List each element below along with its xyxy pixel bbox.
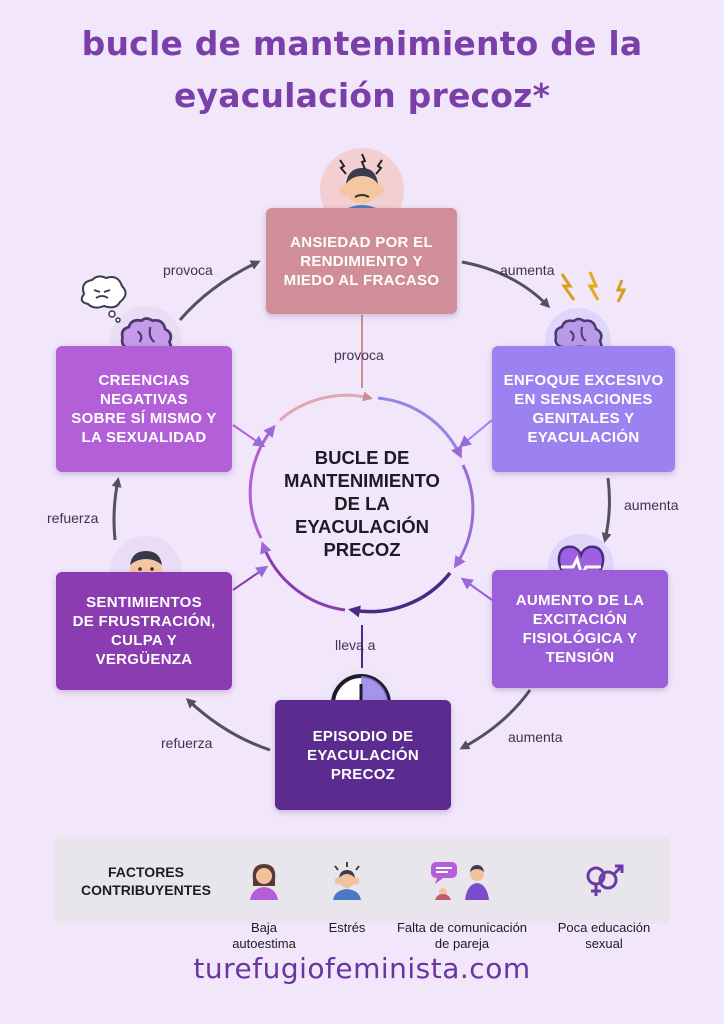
center-title: BUCLE DE MANTENIMIENTO DE LA EYACULACIÓN… — [284, 447, 440, 560]
factor-low-self-esteem: Baja autoestima — [224, 842, 304, 968]
label-arousal-to-episode: aumenta — [508, 729, 563, 745]
label-focus-to-arousal: aumenta — [624, 497, 679, 513]
factors-panel: FACTORES CONTRIBUYENTES Baja autoestima … — [54, 836, 671, 951]
arrow-beliefs-to-anxiety — [178, 260, 261, 321]
page-title: bucle de mantenimiento de la eyaculación… — [0, 18, 724, 122]
person-icon — [224, 858, 304, 900]
stressed-person-icon — [314, 858, 380, 900]
lightning-icon — [560, 271, 627, 303]
gender-symbols-icon — [544, 858, 664, 900]
title-line-1: bucle de mantenimiento de la — [81, 24, 643, 63]
factor-label: Estrés — [328, 920, 366, 935]
arrow-anxiety-to-focus — [461, 260, 551, 309]
label-beliefs-to-anxiety: provoca — [163, 262, 213, 278]
factor-communication: Falta de comunicación de pareja — [382, 842, 542, 968]
factor-sex-education: Poca educación sexual — [544, 842, 664, 968]
node-focus: ENFOQUE EXCESIVO EN SENSACIONES GENITALE… — [492, 346, 675, 472]
node-feelings: SENTIMIENTOS DE FRUSTRACIÓN, CULPA Y VER… — [56, 572, 232, 690]
factors-title: FACTORES CONTRIBUYENTES — [81, 864, 211, 898]
footer-website: turefugiofeminista.com — [193, 952, 531, 985]
label-center-to-episode: lleva a — [335, 637, 376, 653]
node-anxiety: ANSIEDAD POR EL RENDIMIENTO Y MIEDO AL F… — [266, 208, 457, 314]
label-episode-to-feelings: refuerza — [161, 735, 213, 751]
arrow-episode-to-feelings — [185, 697, 271, 752]
label-feelings-to-beliefs: refuerza — [47, 510, 99, 526]
factor-label: Baja autoestima — [232, 920, 296, 951]
arrow-feelings-to-beliefs — [111, 477, 122, 541]
node-beliefs: CREENCIAS NEGATIVAS SOBRE SÍ MISMO Y LA … — [56, 346, 232, 472]
arrow-arousal-to-episode — [459, 689, 532, 750]
factor-label: Falta de comunicación de pareja — [396, 920, 528, 951]
label-anxiety-to-focus: aumenta — [500, 262, 555, 278]
connector-focus-center — [458, 419, 493, 448]
title-line-2: eyaculación precoz* — [173, 76, 551, 115]
arrow-focus-to-arousal — [601, 477, 612, 543]
node-arousal: AUMENTO DE LA EXCITACIÓN FISIOLÓGICA Y T… — [492, 570, 668, 688]
connector-arousal-center — [460, 577, 493, 601]
conversation-icon — [382, 858, 542, 900]
node-episode: EPISODIO DE EYACULACIÓN PRECOZ — [275, 700, 451, 810]
connector-feelings-center — [232, 565, 269, 591]
label-anxiety-to-center: provoca — [334, 347, 384, 363]
factor-label: Poca educación sexual — [557, 920, 651, 951]
factor-stress: Estrés — [314, 842, 380, 952]
connector-beliefs-center — [232, 424, 266, 448]
thought-bubble-icon — [80, 275, 127, 323]
